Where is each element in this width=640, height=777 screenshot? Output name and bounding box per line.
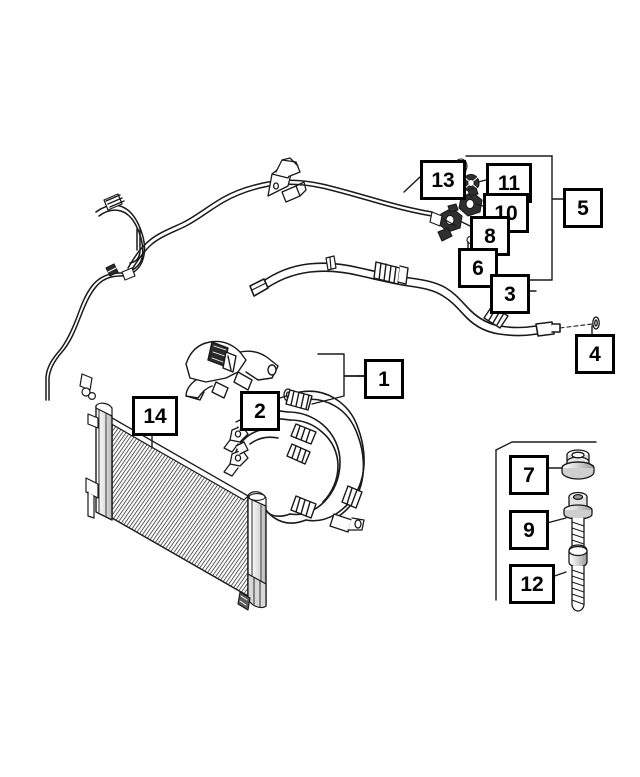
callout-2[interactable]: 2	[240, 391, 280, 431]
assembly-axis-dashed	[559, 323, 593, 329]
callout-13[interactable]: 13	[420, 160, 466, 200]
suction-line-tab	[325, 255, 337, 271]
manifold-block	[185, 340, 279, 401]
leader-lines	[151, 155, 597, 601]
hose-bracket-lower	[223, 441, 249, 477]
hex-head-bolt-12	[568, 544, 588, 612]
callout-14[interactable]: 14	[132, 396, 178, 436]
hose-collar-d	[290, 495, 317, 519]
hose-collar-c	[286, 443, 311, 465]
ac-condenser	[79, 373, 267, 611]
cluster-connector	[429, 211, 457, 227]
retainer-6	[437, 227, 474, 244]
hose-collar-a	[285, 389, 313, 411]
discharge-hose-end-fittings	[329, 513, 365, 533]
callout-7[interactable]: 7	[509, 455, 549, 495]
o-ring-4	[592, 316, 600, 330]
tube-ferrule-left	[103, 193, 125, 211]
tube-mounting-bracket	[267, 157, 307, 203]
clamp-11	[462, 173, 480, 193]
callout-12[interactable]: 12	[509, 564, 555, 604]
callout-3[interactable]: 3	[490, 274, 530, 314]
tube-clip-mid	[121, 267, 136, 281]
flange-nut-7	[561, 449, 595, 480]
suction-line-coupling-left	[373, 261, 409, 285]
hose-collar-e	[341, 485, 363, 509]
upper-refrigerant-tube	[45, 179, 433, 401]
hose-collar-b	[290, 423, 317, 445]
callout-9[interactable]: 9	[509, 510, 549, 550]
callout-1[interactable]: 1	[364, 359, 404, 399]
tube-clip-left	[105, 263, 119, 277]
callout-5[interactable]: 5	[563, 188, 603, 228]
callout-4[interactable]: 4	[575, 334, 615, 374]
